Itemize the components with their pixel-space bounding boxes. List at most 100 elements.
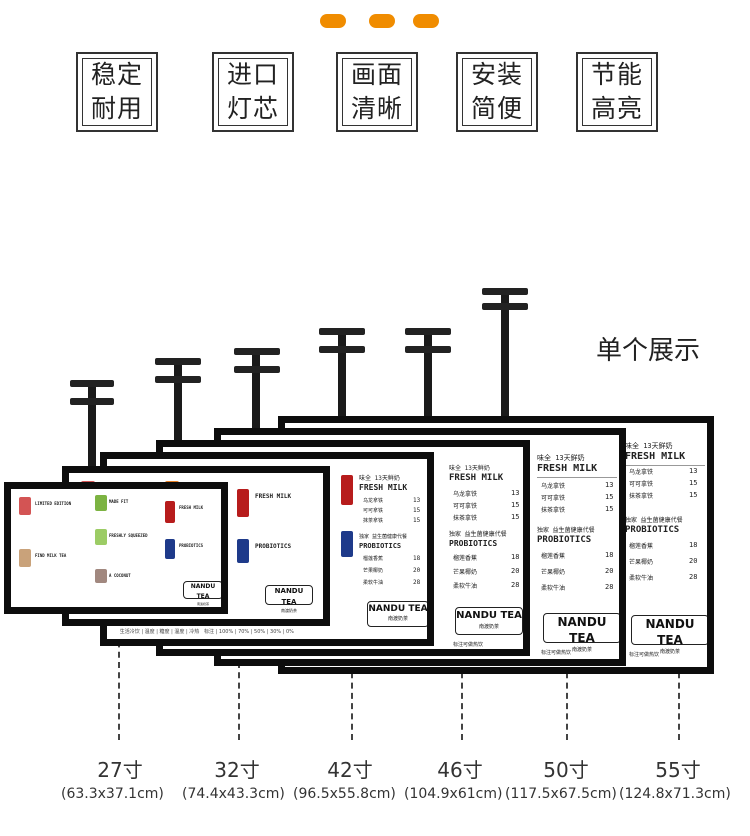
menu-item: 可可拿铁 <box>541 495 566 502</box>
brand-name-en: NANDU TEA <box>456 610 522 621</box>
probiotics-heading-en: PROBIOTICS <box>537 535 592 545</box>
feature-easy-install: 安装 简便 <box>456 52 538 132</box>
menu-heading-cn: 味全 13天鲜奶 <box>359 475 400 482</box>
brand-name-en: NANDU TEA <box>190 583 216 600</box>
dims-label-42: (96.5x55.8cm) <box>293 786 396 802</box>
menu-item: 抹茶拿铁 <box>629 493 654 500</box>
menu-price: 20 <box>511 567 520 575</box>
size-label-27: 27寸 <box>97 758 143 782</box>
feature-line-2: 耐用 <box>90 94 143 123</box>
probiotics-heading-cn: 独家 益生菌健康代餐 <box>449 531 507 538</box>
menu-price: 13 <box>413 497 421 504</box>
brand-name-cn: 南渡奶茶 <box>478 624 499 630</box>
probiotics-heading-en: PROBIOTICS <box>449 539 498 548</box>
brand-name-en: NANDU TEA <box>274 587 304 606</box>
probiotics-heading-en: PROBIOTICS <box>255 543 292 550</box>
menu-item: 抹茶拿铁 <box>541 507 566 514</box>
menu-price: 15 <box>511 501 520 509</box>
menu-item: 榴莲香蕉 <box>363 556 384 562</box>
menu-price: 13 <box>605 481 614 489</box>
milk-carton-image <box>165 501 175 523</box>
brand-name-cn: 南渡奶茶 <box>571 647 592 653</box>
menu-heading-en: MADE FIT <box>109 499 129 504</box>
menu-price: 15 <box>605 505 614 513</box>
feature-energy-bright: 节能 高亮 <box>576 52 658 132</box>
feature-line-1: 安装 <box>470 60 523 89</box>
brand-name-cn: 南渡奶茶 <box>387 616 408 622</box>
brand-name-en: NANDU TEA <box>368 604 428 614</box>
feature-line-2: 简便 <box>470 94 523 123</box>
menu-price: 28 <box>689 573 698 581</box>
pagination-dots <box>0 14 750 30</box>
menu-price: 20 <box>605 567 614 575</box>
menu-item: 抹茶拿铁 <box>453 515 478 522</box>
drink-image <box>19 549 31 567</box>
brand-logo: NANDU TEA 南渡奶茶 <box>183 581 221 606</box>
menu-heading-cn: 味全 13天鲜奶 <box>537 454 585 462</box>
menu-price: 28 <box>605 583 614 591</box>
milk-carton-image <box>165 539 175 559</box>
probiotics-heading-cn: 独家 益生菌健康代餐 <box>537 527 595 534</box>
brand-logo: NANDU TEA 南渡奶茶 <box>631 615 707 655</box>
brand-name-cn: 南渡奶茶 <box>281 608 297 613</box>
menu-item: 可可拿铁 <box>453 503 478 510</box>
menu-item: 榴莲香蕉 <box>541 553 566 560</box>
single-display-label: 单个展示 <box>596 336 701 366</box>
coconut-image <box>95 569 107 583</box>
menu-item: 榴莲香蕉 <box>453 555 478 562</box>
menu-footer-note: 标注可做热饮 <box>541 650 572 656</box>
brand-name-cn: 南渡奶茶 <box>659 649 680 655</box>
menu-price: 15 <box>689 479 698 487</box>
menu-heading-en: FRESHLY SQUEEZED <box>109 533 148 538</box>
feature-line-2: 高亮 <box>590 94 643 123</box>
pole-bracket <box>234 348 280 355</box>
menu-price: 20 <box>689 557 698 565</box>
menu-price: 15 <box>689 491 698 499</box>
milk-carton-image <box>237 539 249 563</box>
menu-heading-en: FRESH MILK <box>359 483 408 492</box>
menu-price: 13 <box>511 489 520 497</box>
pole-bracket <box>482 303 528 310</box>
menu-item: 榴莲香蕉 <box>629 543 654 550</box>
pole-bracket <box>234 366 280 373</box>
menu-item: 芒果椰奶 <box>363 568 384 574</box>
menu-item: 可可拿铁 <box>363 508 384 514</box>
brand-logo: NANDU TEA 南渡奶茶 <box>543 613 619 653</box>
size-label-46: 46寸 <box>437 758 483 782</box>
milk-carton-image <box>237 489 249 517</box>
menu-heading-en: LIMITED EDITION <box>35 501 72 506</box>
feature-line-1: 稳定 <box>90 60 143 89</box>
brand-logo: NANDU TEA 南渡奶茶 <box>455 607 523 635</box>
brand-name-cn: 南渡奶茶 <box>196 602 209 606</box>
menu-footer-note: 标注可做热饮 <box>453 642 484 648</box>
menu-price: 15 <box>511 513 520 521</box>
pole-bracket <box>405 346 451 353</box>
pole-bracket <box>319 328 365 335</box>
dot-3 <box>413 14 439 28</box>
pole-bracket <box>155 358 201 365</box>
menu-price: 28 <box>511 581 520 589</box>
menu-price: 18 <box>413 555 421 562</box>
menu-item: 可可拿铁 <box>629 481 654 488</box>
screen-27: LIMITED EDITION FIND MILK TEA MADE FIT F… <box>4 482 228 614</box>
feature-line-1: 节能 <box>590 60 643 89</box>
menu-divider <box>537 477 617 478</box>
menu-item: 柔软牛油 <box>453 583 478 590</box>
pole-bracket <box>155 376 201 383</box>
dims-label-46: (104.9x61cm) <box>404 786 503 802</box>
menu-heading-en: FIND MILK TEA <box>35 553 67 558</box>
menu-divider <box>625 465 705 466</box>
menu-price: 18 <box>511 553 520 561</box>
menu-heading-en: FRESH MILK <box>255 493 292 500</box>
feature-imported-core: 进口 灯芯 <box>212 52 294 132</box>
milk-carton-image <box>341 531 353 557</box>
feature-stable-durable: 稳定 耐用 <box>76 52 158 132</box>
menu-item: 抹茶拿铁 <box>363 518 384 524</box>
menu-price: 15 <box>605 493 614 501</box>
probiotics-heading-cn: 独家 益生菌健康代餐 <box>359 534 408 540</box>
menu-item: 乌龙拿铁 <box>541 483 566 490</box>
menu-price: 20 <box>413 567 421 574</box>
menu-heading-en: FRESH MILK <box>625 451 686 462</box>
feature-line-1: 进口 <box>226 60 279 89</box>
pole-bracket <box>319 346 365 353</box>
